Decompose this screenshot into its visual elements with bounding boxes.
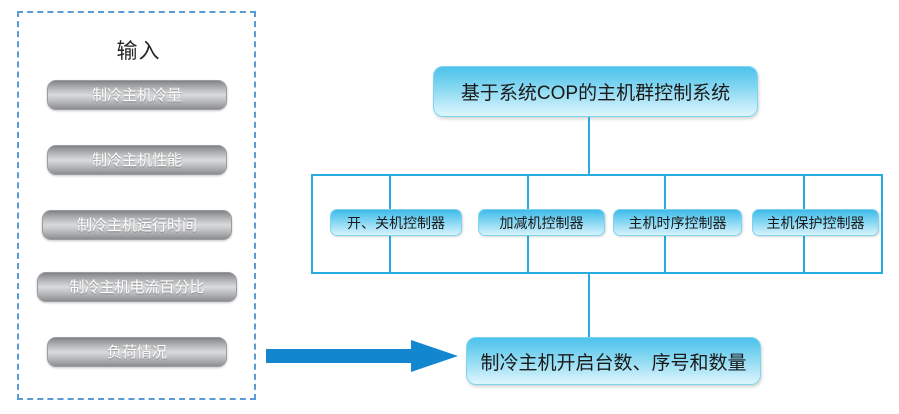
controller-box-on-off[interactable]: 开、关机控制器	[330, 209, 462, 236]
input-item-current-percentage[interactable]: 制冷主机电流百分比	[37, 272, 237, 302]
input-panel: 输入	[17, 11, 256, 400]
connector-title-to-controllers	[588, 117, 590, 175]
controller-box-protection[interactable]: 主机保护控制器	[752, 209, 879, 236]
flow-arrow-icon	[266, 340, 458, 372]
controller-group-frame	[311, 174, 883, 274]
input-panel-heading: 输入	[116, 40, 161, 63]
system-title-box[interactable]: 基于系统COP的主机群控制系统	[433, 66, 758, 117]
output-box[interactable]: 制冷主机开启台数、序号和数量	[466, 337, 761, 385]
input-item-runtime[interactable]: 制冷主机运行时间	[42, 210, 232, 240]
input-item-load-condition[interactable]: 负荷情况	[47, 337, 227, 367]
connector-controllers-to-output	[588, 274, 590, 338]
controller-box-sequence[interactable]: 主机时序控制器	[613, 209, 742, 236]
input-item-cooling-capacity[interactable]: 制冷主机冷量	[47, 80, 227, 110]
input-item-chiller-performance[interactable]: 制冷主机性能	[47, 145, 227, 175]
controller-box-add-reduce[interactable]: 加减机控制器	[478, 209, 605, 236]
flow-arrow	[266, 340, 458, 372]
